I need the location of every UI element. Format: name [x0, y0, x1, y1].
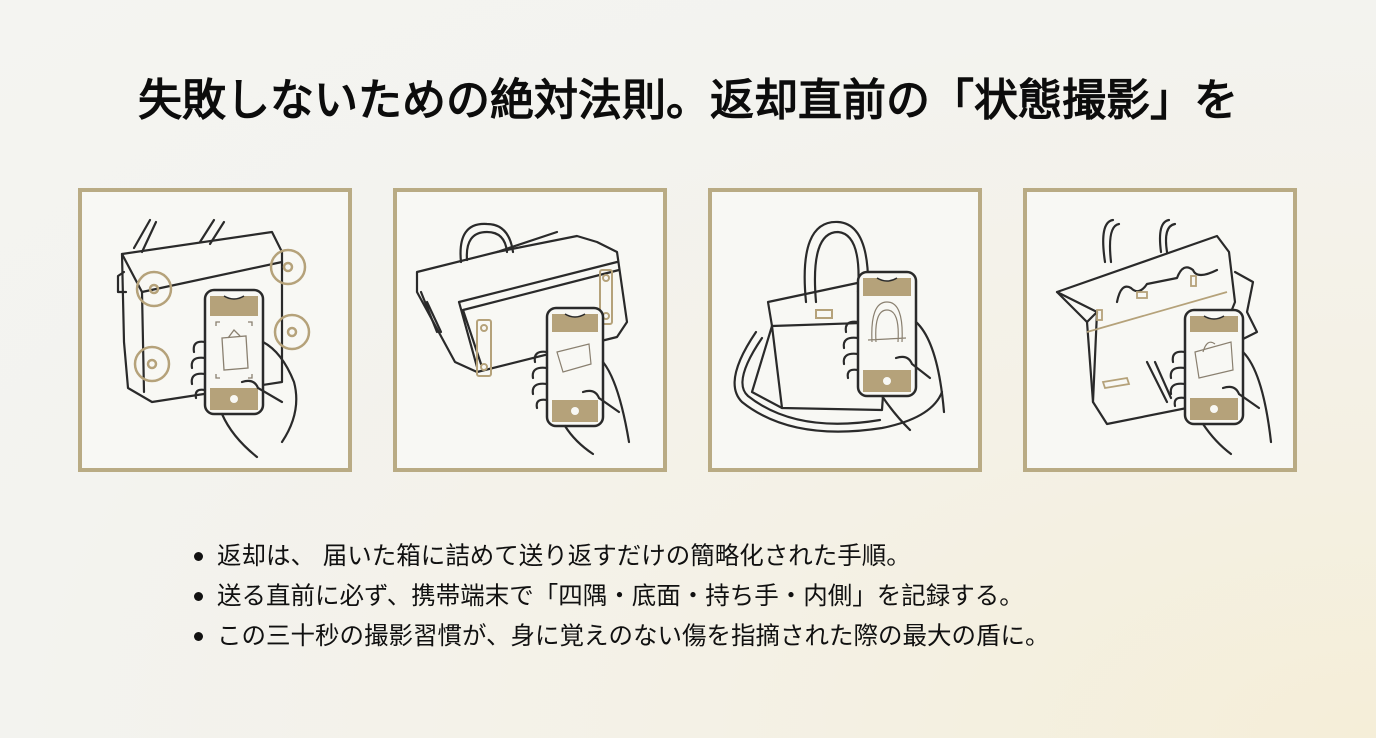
bullet-list: 返却は、 届いた箱に詰めて送り返すだけの簡略化された手順。 送る直前に必ず、携帯…	[190, 536, 1050, 656]
panel-bottom	[393, 188, 667, 472]
panel-interior	[1023, 188, 1297, 472]
bag-handle-phone-illustration	[733, 220, 946, 433]
bullet-item: 返却は、 届いた箱に詰めて送り返すだけの簡略化された手順。	[190, 536, 1050, 576]
bag-interior-phone-illustration	[1055, 218, 1273, 456]
bullet-dot-icon	[194, 631, 203, 641]
page-title: 失敗しないための絶対法則。返却直前の「状態撮影」を	[138, 75, 1238, 126]
bag-corners-phone-illustration	[116, 218, 311, 459]
bag-bottom-phone-illustration	[415, 222, 631, 456]
bullet-dot-icon	[194, 551, 203, 561]
bullet-text: この三十秒の撮影習慣が、身に覚えのない傷を指摘された際の最大の盾に。	[217, 621, 1050, 650]
bullet-dot-icon	[194, 591, 203, 601]
panel-handle	[708, 188, 982, 472]
bullet-item: 送る直前に必ず、携帯端末で「四隅・底面・持ち手・内側」を記録する。	[190, 576, 1050, 616]
bullet-text: 送る直前に必ず、携帯端末で「四隅・底面・持ち手・内側」を記録する。	[217, 581, 1024, 610]
panel-corners	[78, 188, 352, 472]
bullet-item: この三十秒の撮影習慣が、身に覚えのない傷を指摘された際の最大の盾に。	[190, 616, 1050, 656]
bullet-text: 返却は、 届いた箱に詰めて送り返すだけの簡略化された手順。	[217, 541, 911, 570]
